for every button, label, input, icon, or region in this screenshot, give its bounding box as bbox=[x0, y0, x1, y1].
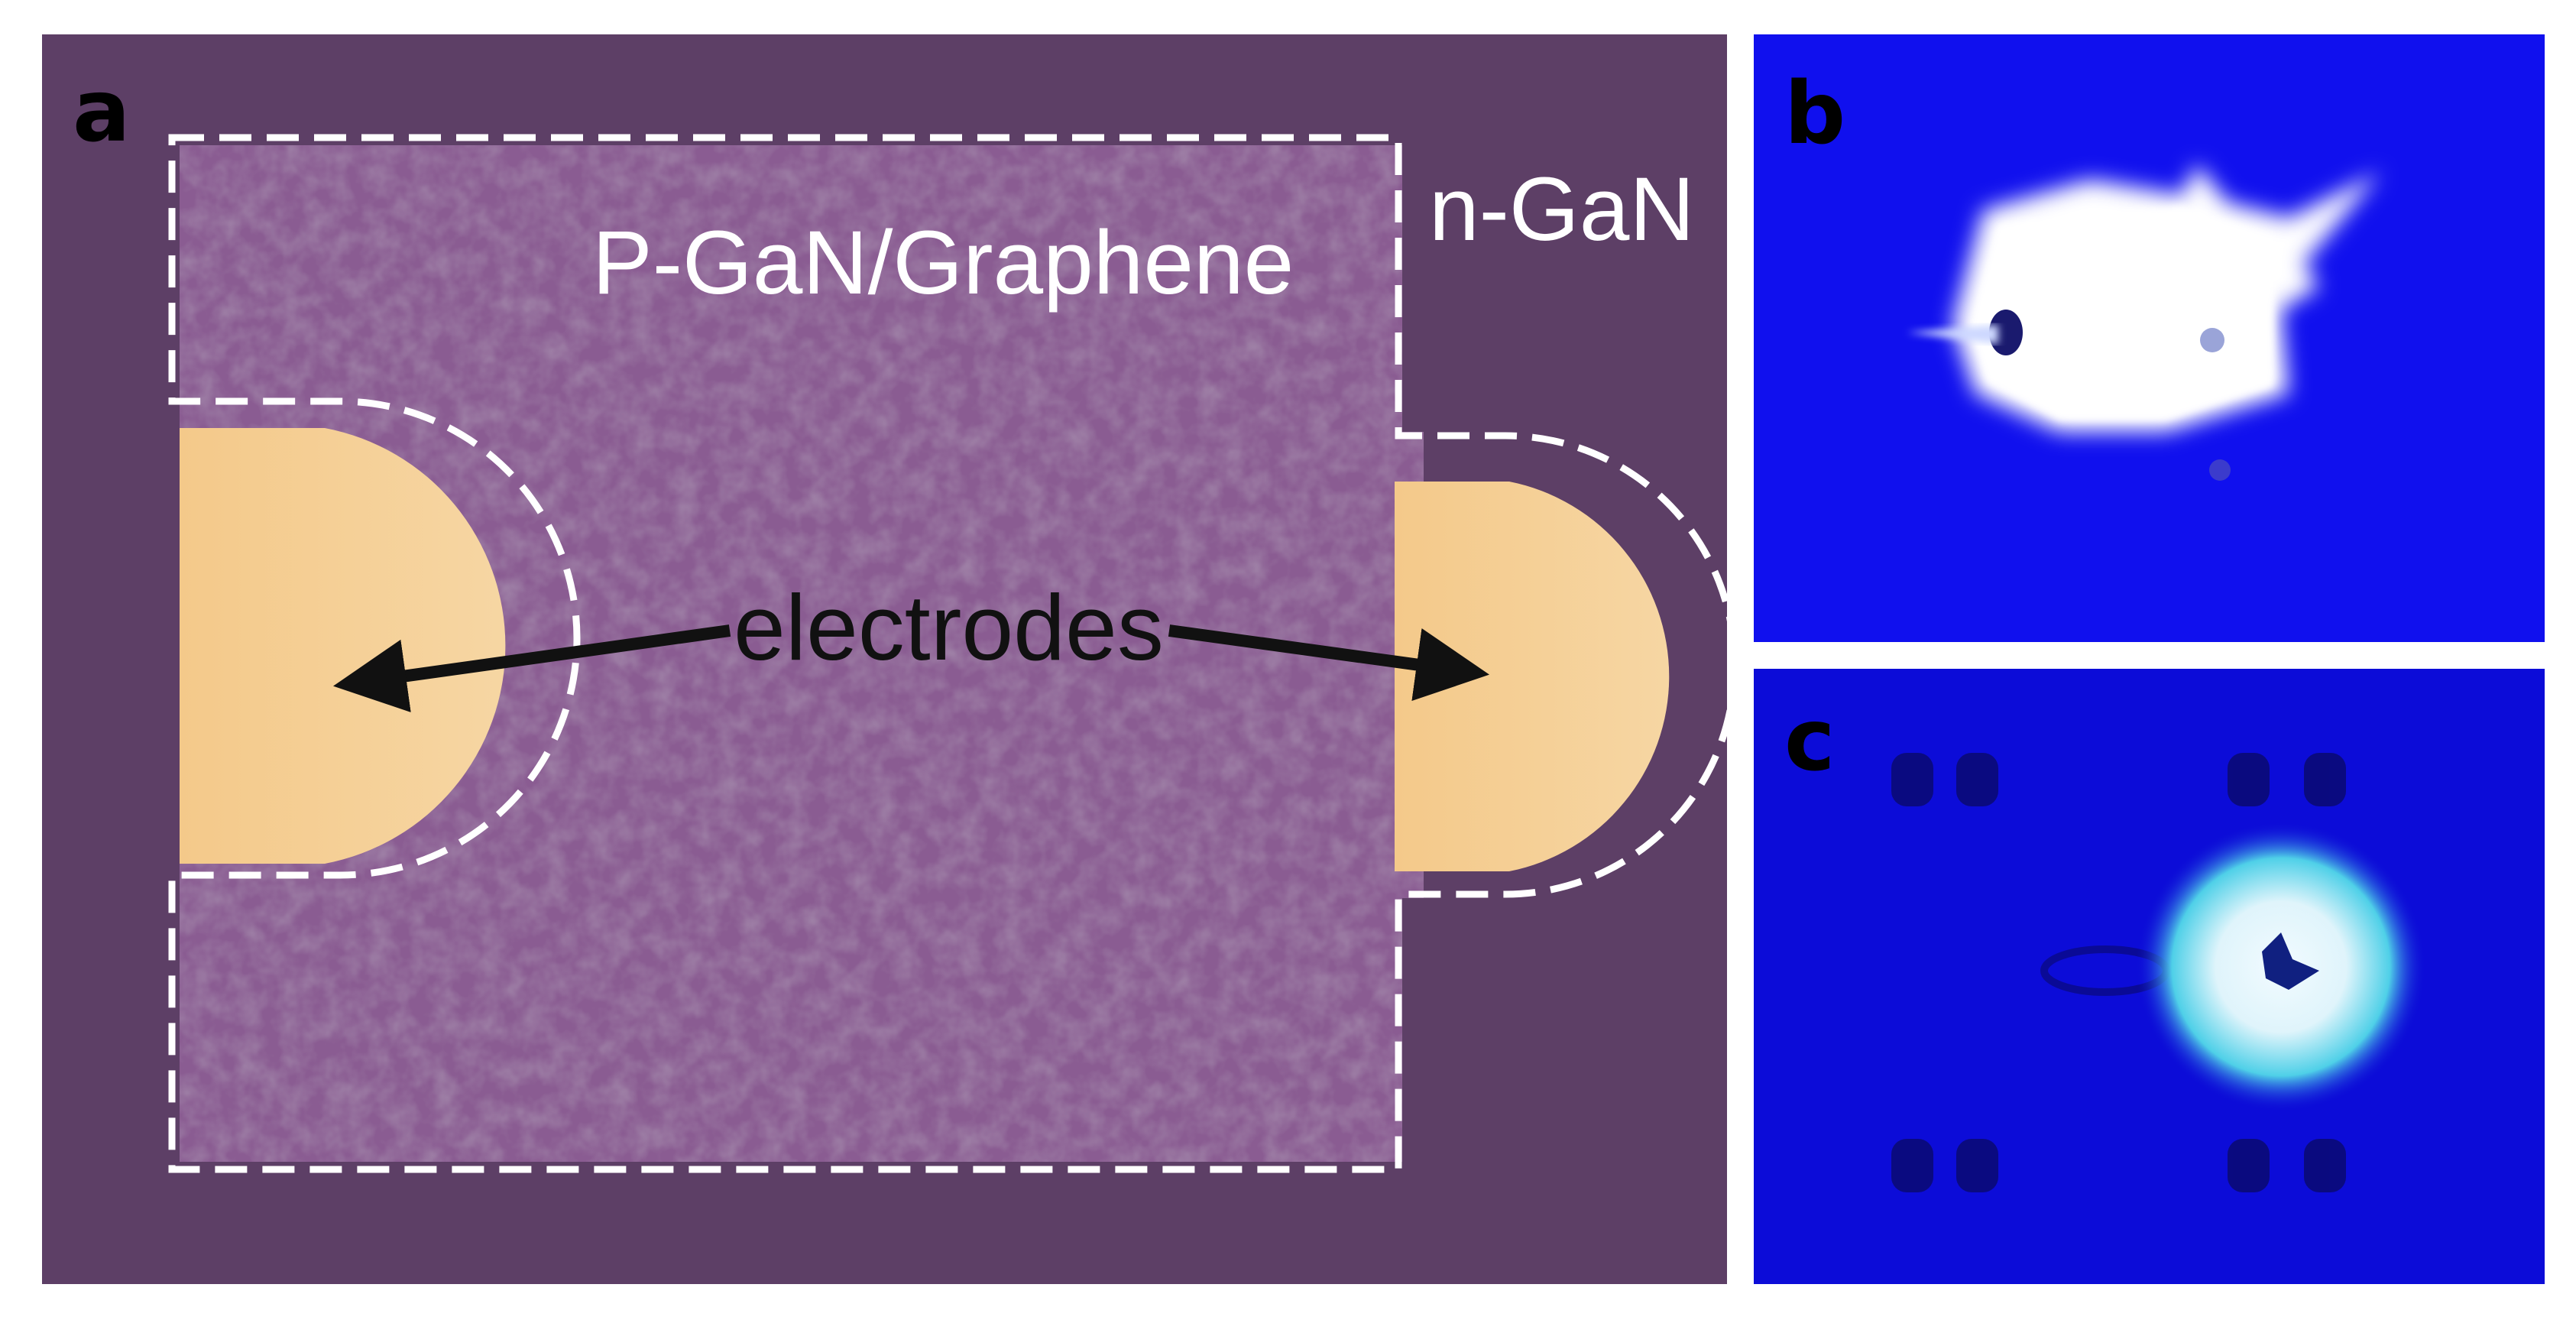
panel-a-micrograph: a P-GaN/Graphene n-GaN electrodes bbox=[42, 34, 1727, 1284]
arrow-right bbox=[1168, 624, 1490, 702]
ngan-label: n-GaN bbox=[1429, 159, 1695, 260]
pgan-region bbox=[180, 145, 1424, 1162]
panel-b-emission: b bbox=[1754, 34, 2545, 642]
micrograph-drawing bbox=[168, 134, 1727, 1173]
panel-letter-b: b bbox=[1784, 64, 1846, 164]
pgan-graphene-label: P-GaN/Graphene bbox=[592, 212, 1294, 313]
electrodes-label: electrodes bbox=[734, 576, 1164, 679]
arrow-left bbox=[332, 624, 731, 712]
panel-letter-a: a bbox=[73, 62, 131, 161]
emission-c-drawing bbox=[1754, 669, 2545, 1284]
panel-c-emission: c bbox=[1754, 669, 2545, 1284]
emission-b-drawing bbox=[1754, 34, 2545, 642]
pgan-outline bbox=[168, 134, 1727, 1173]
electrode-pads-c bbox=[1891, 753, 2346, 1192]
emission-spot-b bbox=[1907, 164, 2380, 481]
dark-defect bbox=[2262, 932, 2319, 990]
right-electrode bbox=[1395, 482, 1670, 871]
panel-letter-c: c bbox=[1784, 691, 1836, 790]
